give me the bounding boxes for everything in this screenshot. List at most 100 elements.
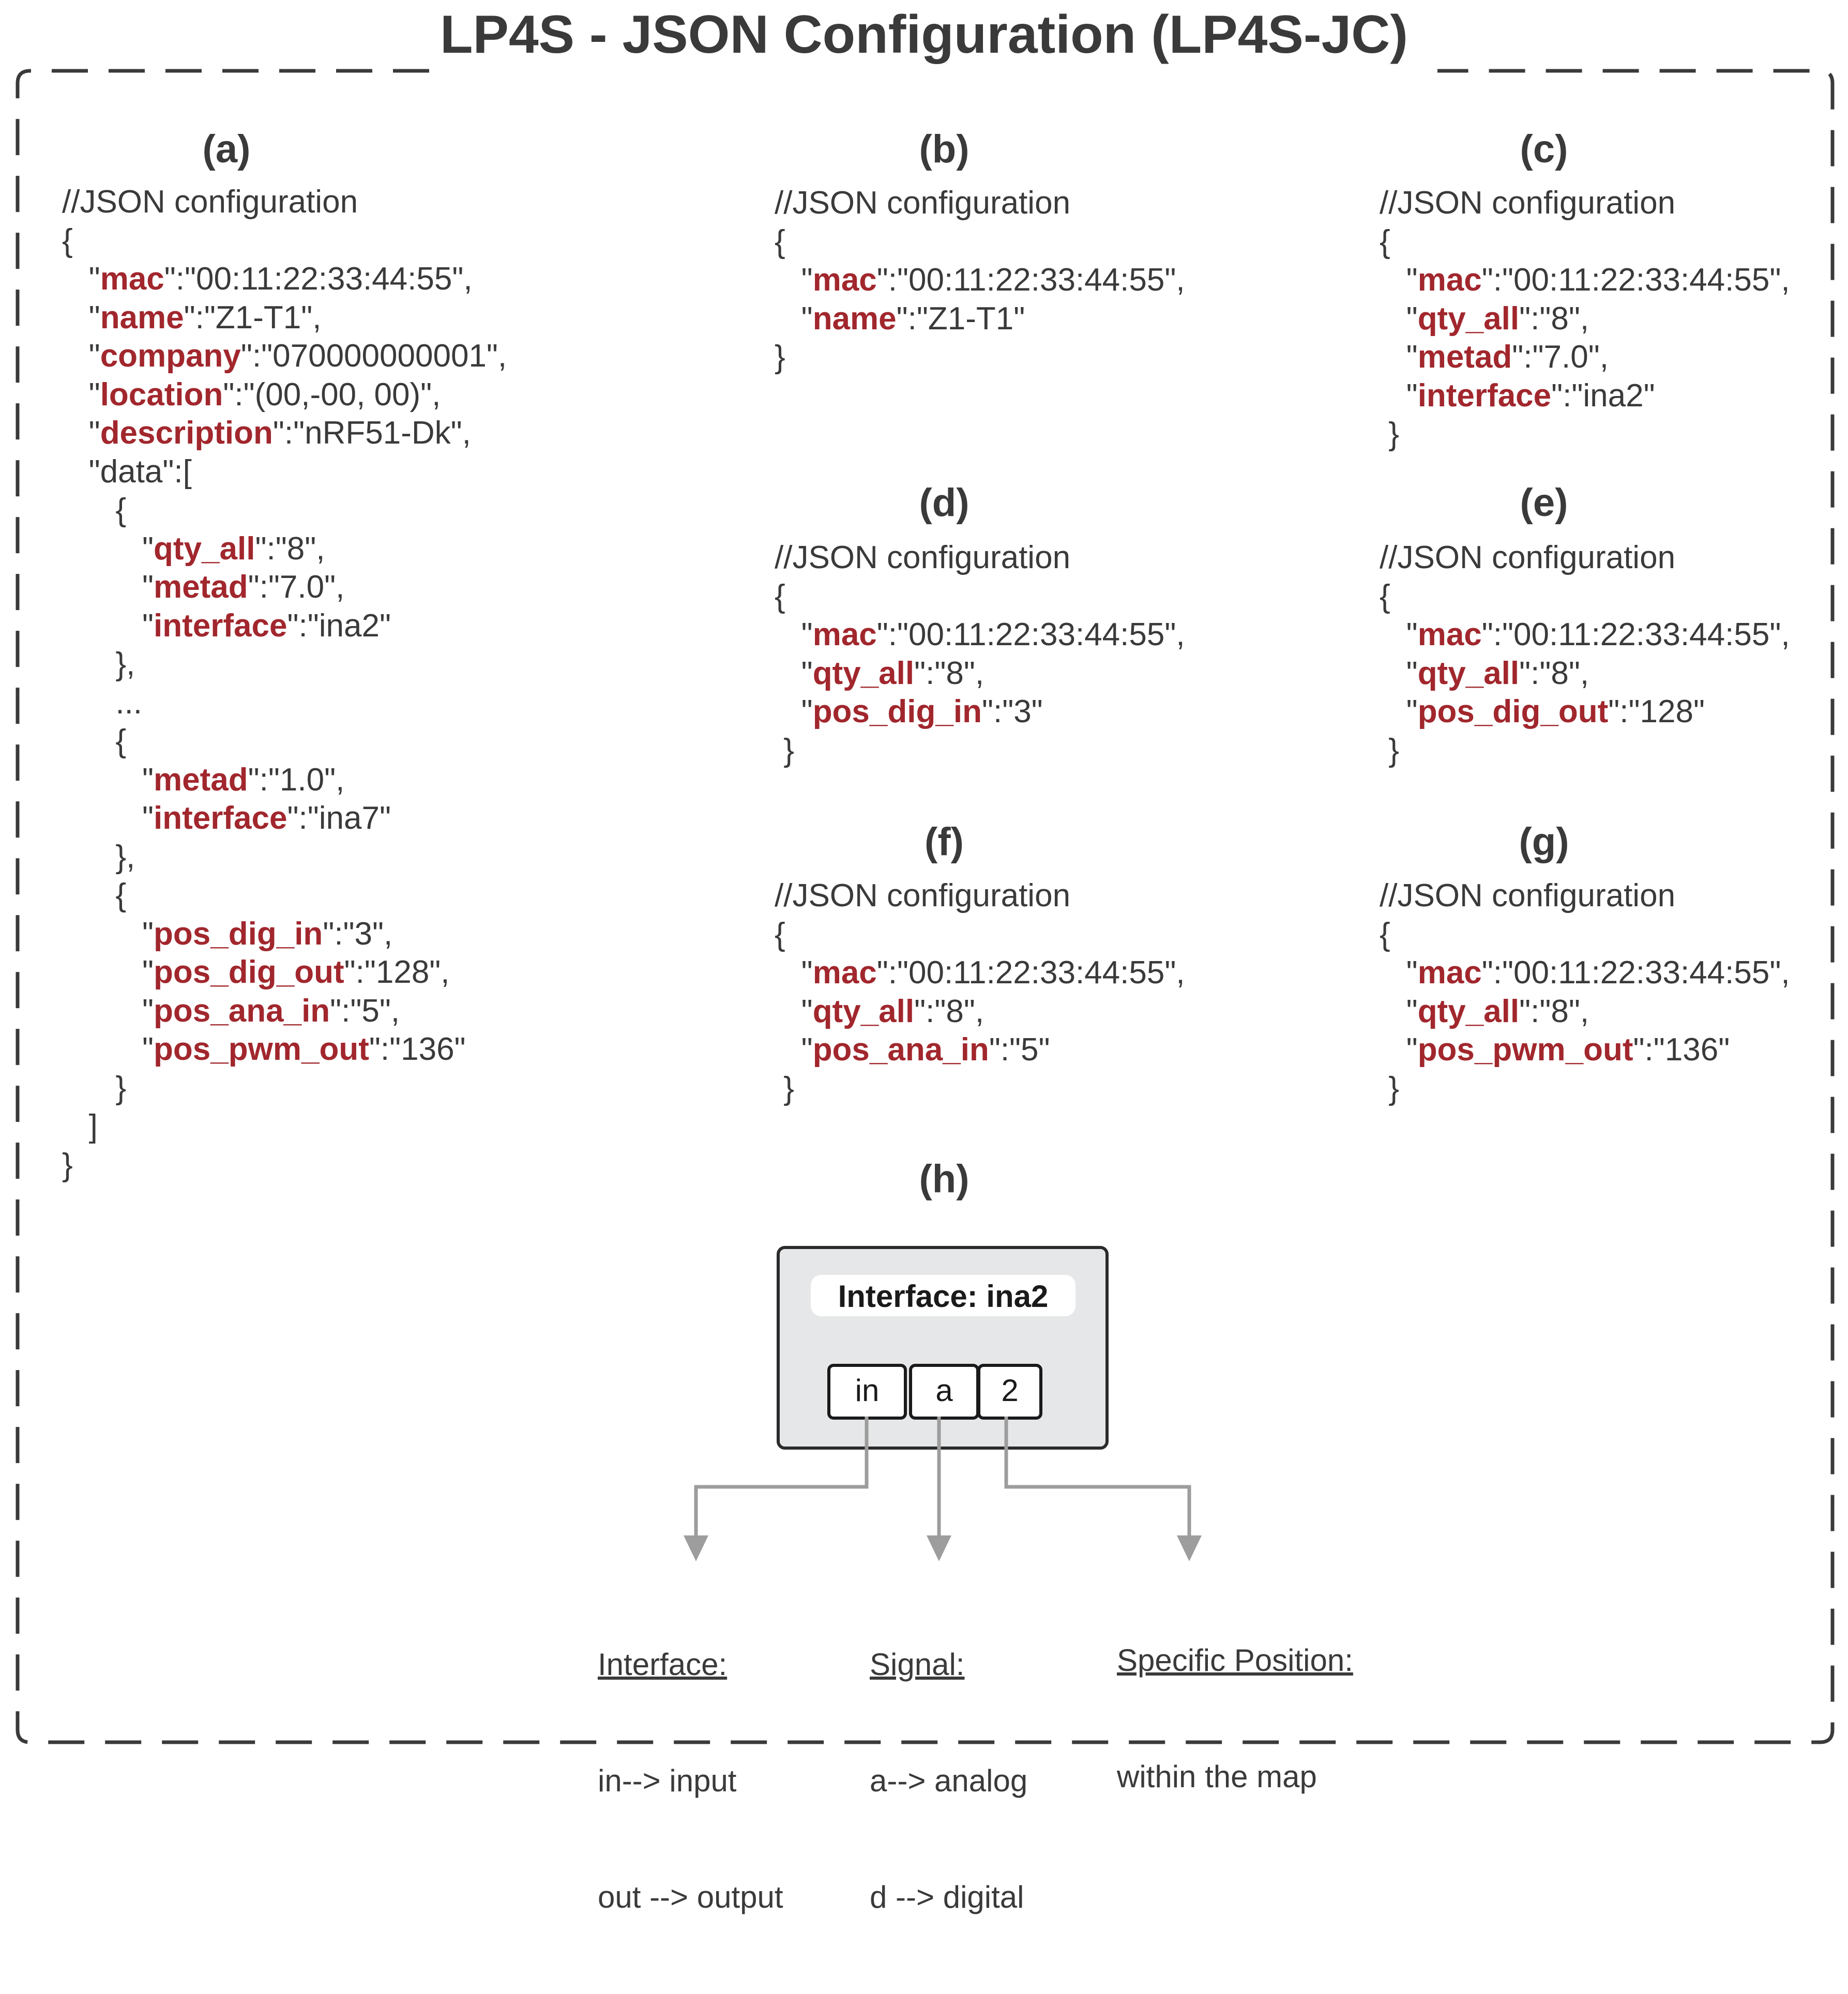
- code-text: ": [775, 300, 813, 337]
- panel-label-a: (a): [202, 127, 251, 171]
- code-text: },: [62, 646, 135, 682]
- code-text: ": [62, 376, 100, 413]
- code-line: {: [62, 722, 507, 761]
- code-text: ": [62, 993, 154, 1029]
- json-key: qty_all: [154, 530, 255, 567]
- code-line: "mac":"00:11:22:33:44:55",: [775, 261, 1185, 300]
- code-text: ":"00:11:22:33:44:55",: [164, 261, 473, 297]
- code-text: //JSON configuration: [1380, 540, 1676, 575]
- code-text: {: [62, 723, 127, 759]
- code-text: ": [62, 569, 154, 605]
- segment-signal: a: [909, 1364, 979, 1420]
- code-line: "mac":"00:11:22:33:44:55",: [62, 260, 507, 299]
- json-key: metad: [154, 569, 248, 605]
- code-text: ]: [62, 1108, 98, 1144]
- code-line: "name":"Z1-T1",: [62, 299, 507, 338]
- code-text: ":"8",: [914, 655, 984, 691]
- code-text: //JSON configuration: [775, 185, 1071, 221]
- code-line: "description":"nRF51-Dk",: [62, 414, 507, 453]
- code-text: {: [62, 492, 127, 528]
- json-key: pos_dig_out: [154, 954, 344, 990]
- legend-signal-heading: Signal:: [870, 1647, 965, 1682]
- code-line: //JSON configuration: [62, 183, 507, 222]
- code-line: "metad":"1.0",: [62, 761, 507, 800]
- code-text: ": [62, 607, 154, 644]
- json-key: qty_all: [812, 993, 915, 1029]
- code-line: {: [62, 491, 507, 530]
- code-text: ":"070000000001",: [240, 338, 507, 374]
- legend-position-line: within the map: [1117, 1759, 1317, 1794]
- code-text: ":"ina2": [1551, 377, 1655, 414]
- legend-position-heading: Specific Position:: [1117, 1643, 1353, 1678]
- code-line: "data":[: [62, 453, 507, 492]
- code-line: "mac":"00:11:22:33:44:55",: [1380, 261, 1790, 300]
- code-text: ":"Z1-T1": [896, 300, 1025, 337]
- code-text: ": [1380, 339, 1418, 375]
- code-text: {: [775, 916, 785, 952]
- code-text: ":"136": [369, 1031, 466, 1067]
- legend-interface: Interface: in--> input out --> output: [598, 1567, 783, 1994]
- json-key: mac: [1417, 617, 1482, 652]
- code-text: "data":[: [62, 453, 192, 490]
- json-key: metad: [154, 762, 248, 798]
- code-line: "qty_all":"8",: [775, 654, 1185, 693]
- code-text: ":"ina2": [287, 607, 391, 644]
- json-key: pos_dig_in: [154, 916, 323, 952]
- json-key: interface: [154, 800, 287, 836]
- code-text: ": [1380, 694, 1418, 729]
- interface-box: Interface: ina2 in a 2: [777, 1246, 1109, 1450]
- json-key: name: [100, 299, 184, 336]
- code-text: ":"00:11:22:33:44:55",: [1481, 617, 1790, 652]
- code-line: "pos_ana_in":"5",: [62, 992, 507, 1031]
- code-text: //JSON configuration: [775, 878, 1071, 914]
- code-text: ":"5",: [330, 993, 400, 1029]
- code-text: ":"00:11:22:33:44:55",: [876, 262, 1185, 298]
- code-line: "qty_all":"8",: [1380, 300, 1790, 339]
- code-text: ": [1380, 993, 1418, 1029]
- code-line: //JSON configuration: [1380, 877, 1790, 916]
- code-text: ": [62, 1031, 154, 1067]
- code-text: ":"ina7": [287, 800, 391, 836]
- outer-dashed-frame: [16, 69, 1835, 1744]
- code-text: ":"128",: [344, 954, 450, 990]
- code-line: "metad":"7.0",: [1380, 338, 1790, 377]
- json-key: company: [100, 338, 241, 374]
- code-text: }: [775, 1070, 794, 1106]
- code-line: //JSON configuration: [775, 184, 1185, 223]
- code-line: "interface":"ina2": [62, 607, 507, 646]
- code-line: {: [1380, 577, 1790, 616]
- json-key: pos_ana_in: [154, 993, 330, 1029]
- code-text: }: [1380, 732, 1399, 768]
- code-text: {: [62, 877, 127, 913]
- code-text: ": [775, 617, 813, 652]
- code-text: {: [1380, 916, 1390, 952]
- code-text: ": [1380, 1032, 1418, 1068]
- code-line: "qty_all":"8",: [775, 993, 1185, 1031]
- code-text: ":"1.0",: [248, 762, 345, 798]
- code-text: //JSON configuration: [1380, 185, 1676, 221]
- code-line: "pos_dig_out":"128": [1380, 693, 1790, 732]
- code-line: "metad":"7.0",: [62, 568, 507, 607]
- json-key: qty_all: [1417, 993, 1520, 1029]
- json-key: mac: [1417, 262, 1482, 298]
- panel-label-d: (d): [919, 481, 970, 525]
- json-key: pos_pwm_out: [1417, 1032, 1633, 1068]
- code-line: "name":"Z1-T1": [775, 300, 1185, 339]
- code-text: ":"7.0",: [248, 569, 345, 605]
- code-line: },: [62, 645, 507, 684]
- code-line: "pos_dig_in":"3": [775, 693, 1185, 732]
- code-text: }: [62, 1070, 127, 1106]
- code-text: {: [775, 223, 785, 260]
- code-text: },: [62, 839, 135, 875]
- code-line: "interface":"ina2": [1380, 377, 1790, 416]
- json-key: interface: [154, 607, 287, 644]
- json-key: mac: [812, 617, 877, 652]
- code-line: "qty_all":"8",: [62, 530, 507, 569]
- code-text: ":"00:11:22:33:44:55",: [876, 617, 1185, 652]
- legend-signal: Signal: a--> analog d --> digital: [870, 1567, 1027, 1994]
- code-line: //JSON configuration: [775, 539, 1185, 577]
- code-text: //JSON configuration: [775, 540, 1071, 575]
- code-text: {: [1380, 223, 1390, 260]
- json-key: mac: [1417, 955, 1482, 991]
- code-text: }: [775, 732, 794, 768]
